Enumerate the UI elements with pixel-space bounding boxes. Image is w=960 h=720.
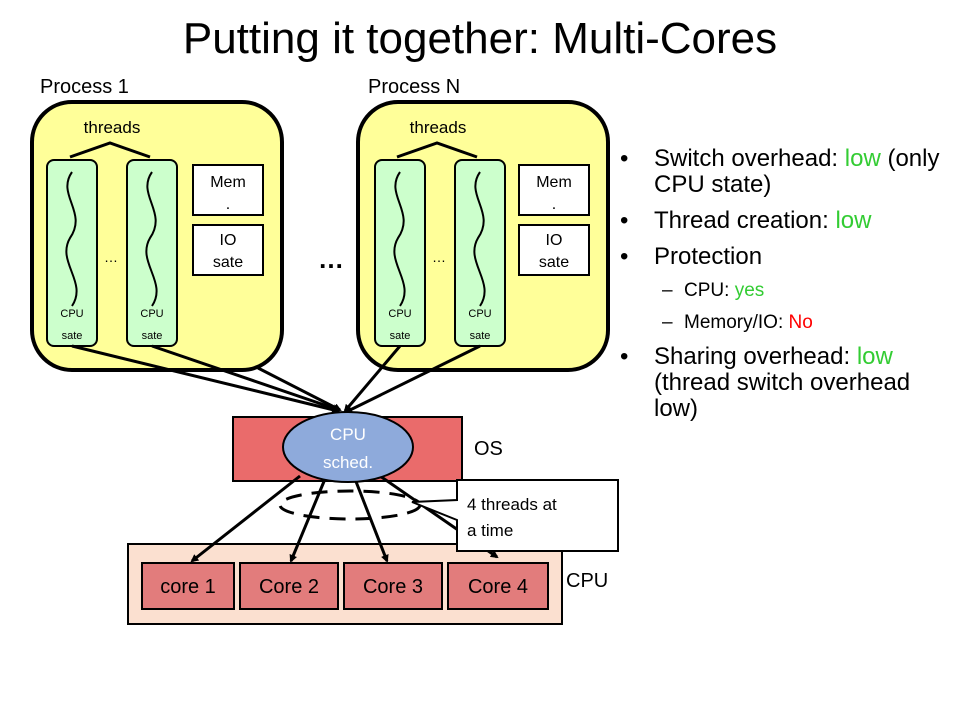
dashed-selection-ellipse — [278, 489, 422, 521]
cpu-state-label: CPU — [60, 308, 83, 320]
thread-wave — [393, 171, 406, 307]
bullet-thread-creation: Thread creation: low — [620, 208, 960, 235]
cpu-state-label: sate — [470, 330, 491, 342]
mem-box — [518, 164, 590, 216]
bullet-protection: Protection — [620, 244, 960, 271]
mem-label: Mem — [536, 174, 572, 191]
os-label: OS — [474, 438, 503, 460]
bullet-switch-overhead: Switch overhead: low (only CPU state) — [620, 146, 960, 198]
threads-bracket — [396, 141, 478, 159]
mem-dot: . — [552, 196, 556, 213]
between-processes-dots: … — [318, 244, 344, 274]
core-label: core 1 — [160, 576, 216, 598]
core-2: Core 2 — [239, 562, 339, 610]
io-label: sate — [213, 254, 243, 271]
scheduler-label: CPU — [330, 425, 366, 444]
cpu-state-label: sate — [62, 330, 83, 342]
threads-bracket — [69, 141, 151, 159]
core-label: Core 4 — [468, 576, 528, 598]
cpu-state-label: sate — [390, 330, 411, 342]
core-1: core 1 — [141, 562, 235, 610]
callout-text: a time — [467, 521, 513, 540]
thread-wave — [145, 171, 158, 307]
cpu-scheduler: CPU sched. — [282, 411, 414, 483]
thread-wave — [473, 171, 486, 307]
core-label: Core 3 — [363, 576, 423, 598]
threads-label: threads — [84, 118, 141, 137]
sub-bullet-memory-io: Memory/IO: No — [620, 312, 960, 334]
slide-title: Putting it together: Multi-Cores — [182, 14, 778, 63]
cpu-state-label: CPU — [468, 308, 491, 320]
cpu-state-label: CPU — [388, 308, 411, 320]
io-label: IO — [546, 232, 563, 249]
process-1-label: Process 1 — [40, 76, 129, 98]
io-box — [192, 224, 264, 276]
io-label: sate — [539, 254, 569, 271]
io-label: IO — [220, 232, 237, 249]
mem-label: Mem — [210, 174, 246, 191]
thread-dots: … — [432, 249, 446, 265]
callout-text: 4 threads at — [467, 495, 557, 514]
core-4: Core 4 — [447, 562, 549, 610]
cpu-state-label: sate — [142, 330, 163, 342]
cpu-label: CPU — [566, 570, 608, 592]
bullet-sharing-overhead: Sharing overhead: low (thread switch ove… — [620, 344, 960, 422]
thread-to-scheduler-arrows — [71, 344, 481, 414]
mem-dot: . — [226, 196, 230, 213]
process-1-box: threads CPU sate CPU sate … Mem . IO sat… — [30, 100, 284, 372]
mem-box — [192, 164, 264, 216]
io-box — [518, 224, 590, 276]
bullet-list: Switch overhead: low (only CPU state) Th… — [620, 146, 960, 432]
core-label: Core 2 — [259, 576, 319, 598]
process-n-box: threads CPU sate CPU sate … Mem . IO sat… — [356, 100, 610, 372]
scheduler-label: sched. — [323, 453, 373, 472]
thread-dots: … — [104, 249, 118, 265]
core-3: Core 3 — [343, 562, 443, 610]
threads-label: threads — [410, 118, 467, 137]
sub-bullet-cpu: CPU: yes — [620, 280, 960, 302]
cpu-state-label: CPU — [140, 308, 163, 320]
thread-wave — [65, 171, 78, 307]
callout-box: 4 threads at a time — [411, 479, 619, 552]
process-n-label: Process N — [368, 76, 461, 98]
